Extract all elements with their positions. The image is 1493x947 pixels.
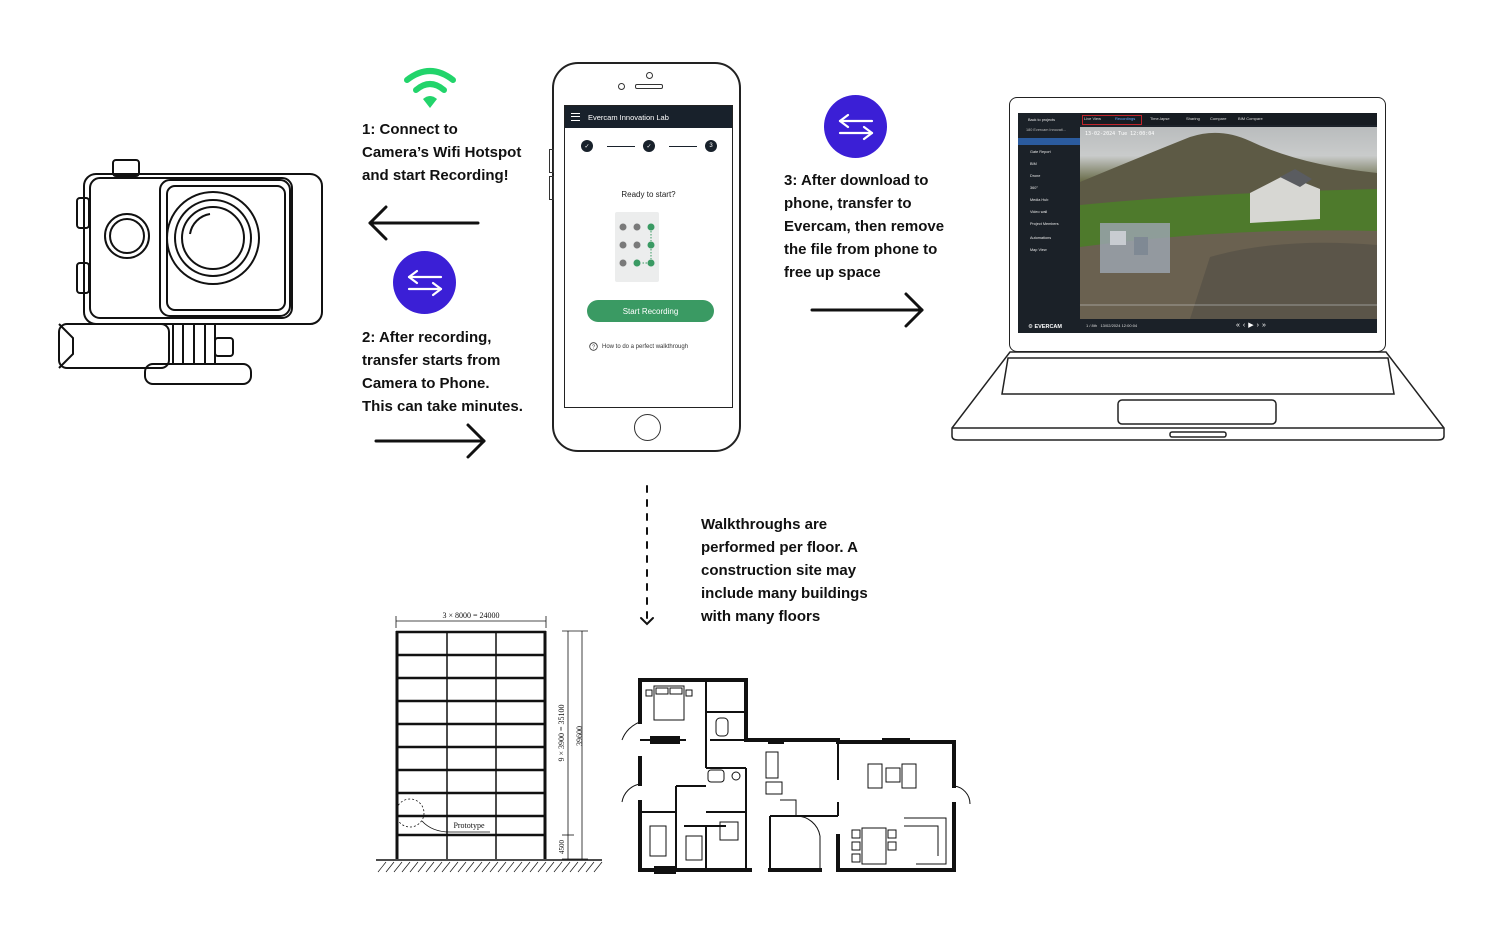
sidebar-item-automations[interactable]: Automations: [1030, 236, 1052, 240]
help-icon: ?: [589, 342, 598, 351]
player-controls[interactable]: «‹▶›»: [1236, 322, 1269, 329]
note-line-5: with many floors: [701, 608, 821, 625]
step-3-line-5: free up space: [784, 264, 881, 281]
step-done-check-icon: ✓: [643, 140, 655, 152]
ground-storey-label: 4500: [558, 840, 566, 855]
sidebar-item-gate-report[interactable]: Gate Report: [1030, 150, 1051, 154]
tab-highlight-box: [1082, 115, 1142, 125]
prototype-label: Prototype: [453, 821, 485, 830]
phone-app-title: Evercam Innovation Lab: [588, 112, 669, 122]
help-link[interactable]: ? How to do a perfect walkthrough: [589, 342, 688, 351]
phone-camera: [618, 83, 625, 90]
step-1-line-1: 1: Connect to: [362, 121, 458, 138]
laptop-base: [951, 351, 1445, 441]
step-3-line-4: the file from phone to: [784, 241, 938, 258]
step-2-line-2: transfer starts from: [362, 352, 501, 369]
sidebar-item-drone[interactable]: Drone: [1030, 174, 1041, 178]
sidebar-item-360[interactable]: 360°: [1030, 186, 1038, 190]
ready-text: Ready to start?: [621, 190, 676, 199]
wifi-icon: [404, 68, 456, 108]
step-3-line-2: phone, transfer to: [784, 195, 912, 212]
walkthrough-grid-icon: [615, 212, 659, 282]
step-done-check-icon: ✓: [581, 140, 593, 152]
action-camera-icon: [58, 159, 323, 385]
phone-side-button: [549, 176, 554, 200]
width-dimension-label: 3 × 8000 = 24000: [442, 611, 499, 620]
arrow-right-icon: [374, 423, 486, 459]
step-current: 3: [705, 140, 717, 152]
app-tabs: Live View Recordings Time-lapse Sharing …: [1080, 113, 1377, 125]
note-line-3: construction site may: [701, 562, 857, 579]
camera-view[interactable]: 13-02-2024 Tue 12:00:04: [1080, 127, 1377, 319]
step-3-line-1: 3: After download to: [784, 172, 929, 189]
tab-live-view[interactable]: Live View: [1084, 116, 1102, 121]
step-2-line-3: Camera to Phone.: [362, 375, 490, 392]
menu-icon[interactable]: [571, 113, 580, 121]
progress-stepper: ✓ ✓ 3: [581, 140, 717, 152]
dashed-arrow-down-icon: [640, 485, 654, 626]
sidebar-item-back[interactable]: Back to projects: [1028, 118, 1056, 122]
step-1-line-3: and start Recording!: [362, 167, 509, 184]
sidebar-item-project-members[interactable]: Project Members: [1030, 222, 1059, 226]
phone-screen: Evercam Innovation Lab ✓ ✓ 3 Ready to st…: [564, 105, 733, 408]
total-height-label: 39600: [575, 726, 584, 746]
evercam-app: Back to projects 180 Evercam Innovati...…: [1018, 113, 1377, 333]
transfer-icon: [824, 95, 887, 158]
floor-plan-drawing: [621, 678, 971, 874]
start-recording-button[interactable]: Start Recording: [587, 300, 714, 322]
tab-time-lapse[interactable]: Time-lapse: [1150, 116, 1170, 121]
app-player-bar: 1 / 8th 13/02/2024 12:00:04 «‹▶›»: [1080, 319, 1377, 333]
svg-text:?: ?: [592, 344, 595, 350]
phone-speaker: [646, 72, 653, 79]
step-2-line-4: This can take minutes.: [362, 398, 523, 415]
camera-timestamp: 13-02-2024 Tue 12:00:04: [1085, 131, 1155, 137]
step-3-text: 3: After download to phone, transfer to …: [784, 169, 944, 284]
step-2-line-1: 2: After recording,: [362, 329, 492, 346]
phone-app-header: Evercam Innovation Lab: [565, 106, 732, 128]
height-span-label: 9 × 3900 = 35100: [557, 704, 566, 761]
help-link-label: How to do a perfect walkthrough: [602, 343, 689, 350]
player-time-label: 1 / 8th 13/02/2024 12:00:04: [1086, 323, 1138, 328]
step-1-text: 1: Connect to Camera’s Wifi Hotspot and …: [362, 118, 521, 187]
note-line-2: performed per floor. A: [701, 539, 858, 556]
sidebar-item-project[interactable]: 180 Evercam Innovati...: [1026, 128, 1066, 132]
tab-bim-compare[interactable]: BIM Compare: [1238, 116, 1263, 121]
arrow-left-icon: [368, 205, 480, 241]
sidebar-item-map-view[interactable]: Map View: [1030, 248, 1047, 252]
phone: Evercam Innovation Lab ✓ ✓ 3 Ready to st…: [549, 62, 741, 452]
arrow-right-icon: [810, 292, 924, 328]
tab-sharing[interactable]: Sharing: [1186, 116, 1200, 121]
evercam-logo-text: EVERCAM: [1034, 324, 1062, 330]
stepper-line: [607, 146, 635, 147]
stepper-line: [669, 146, 697, 147]
phone-earpiece: [635, 84, 663, 89]
note-line-1: Walkthroughs are: [701, 516, 828, 533]
phone-home-button[interactable]: [634, 414, 661, 441]
tab-compare[interactable]: Compare: [1210, 116, 1227, 121]
sidebar-active-item[interactable]: [1018, 138, 1080, 145]
step-3-line-3: Evercam, then remove: [784, 218, 945, 235]
building-elevation-drawing: 3 × 8000 = 24000 9 × 3900 = 35100 39600 …: [376, 611, 603, 873]
evercam-logo: ⚙ EVERCAM: [1028, 324, 1062, 330]
note-line-4: include many buildings: [701, 585, 868, 602]
step-2-text: 2: After recording, transfer starts from…: [362, 326, 523, 418]
sidebar-item-video-wall[interactable]: Video wall: [1030, 210, 1048, 214]
transfer-icon: [393, 251, 456, 314]
tab-recordings[interactable]: Recordings: [1115, 116, 1136, 121]
phone-side-button: [549, 149, 554, 173]
walkthrough-note: Walkthroughs are performed per floor. A …: [701, 513, 868, 628]
sidebar-item-media-hub[interactable]: Media Hub: [1030, 198, 1049, 202]
app-sidebar: Back to projects 180 Evercam Innovati...…: [1018, 113, 1080, 333]
site-scene: [1080, 132, 1377, 319]
step-1-line-2: Camera’s Wifi Hotspot: [362, 144, 522, 161]
sidebar-item-bim[interactable]: BIM: [1030, 162, 1037, 166]
